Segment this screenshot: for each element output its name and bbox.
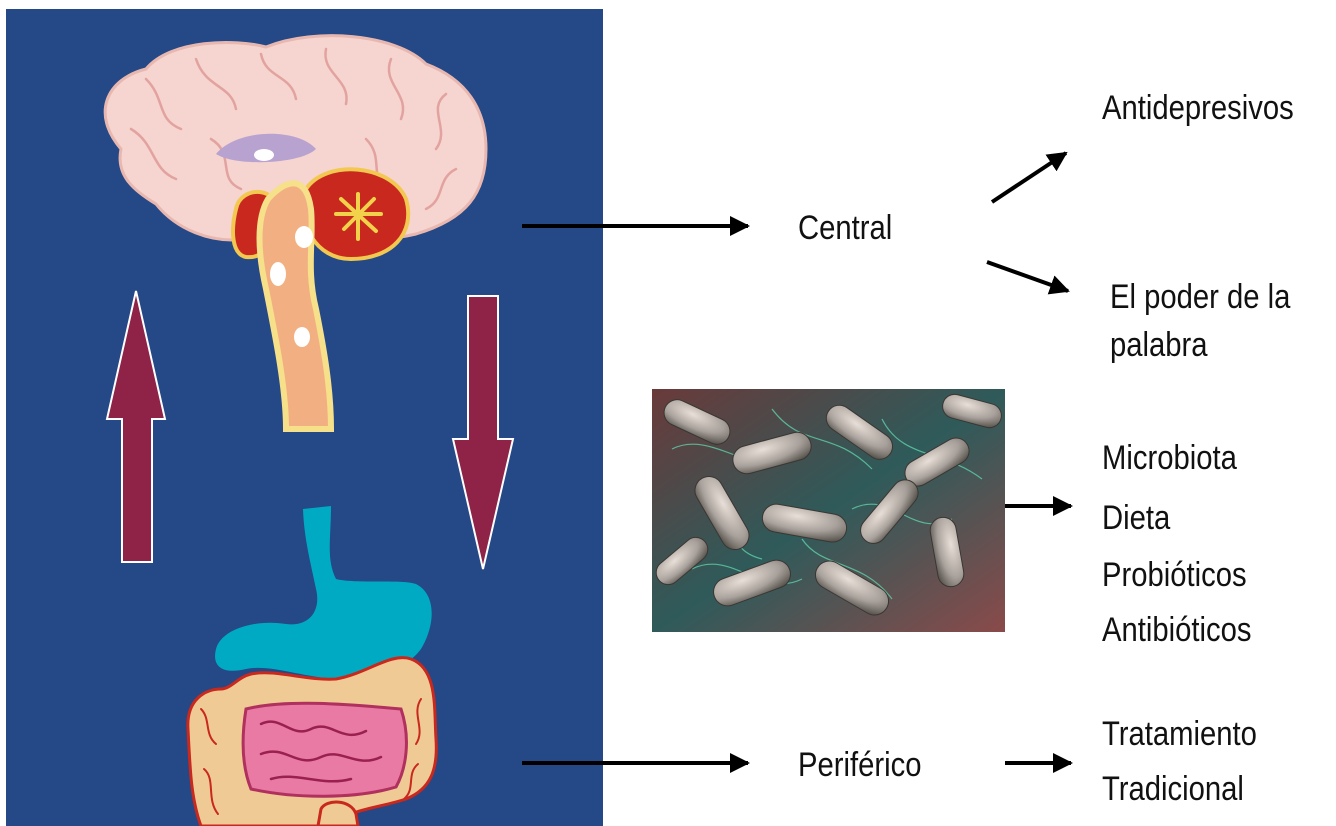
bacteria-micrograph-image: [652, 389, 1005, 632]
label-poder-line2: palabra: [1110, 323, 1208, 367]
label-tratamiento: Tratamiento: [1102, 712, 1257, 756]
arrow-to-antidepresivos: [992, 153, 1066, 202]
label-central: Central: [798, 206, 892, 250]
arrow-to-poder-palabra: [987, 262, 1068, 291]
label-microbiota: Microbiota: [1102, 436, 1237, 480]
label-dieta: Dieta: [1102, 496, 1170, 540]
label-tradicional: Tradicional: [1102, 767, 1244, 811]
label-periferico: Periférico: [798, 743, 922, 787]
label-probioticos: Probióticos: [1102, 553, 1247, 597]
label-antidepresivos: Antidepresivos: [1102, 86, 1294, 130]
label-poder-line1: El poder de la: [1110, 275, 1290, 319]
label-antibioticos: Antibióticos: [1102, 608, 1252, 652]
